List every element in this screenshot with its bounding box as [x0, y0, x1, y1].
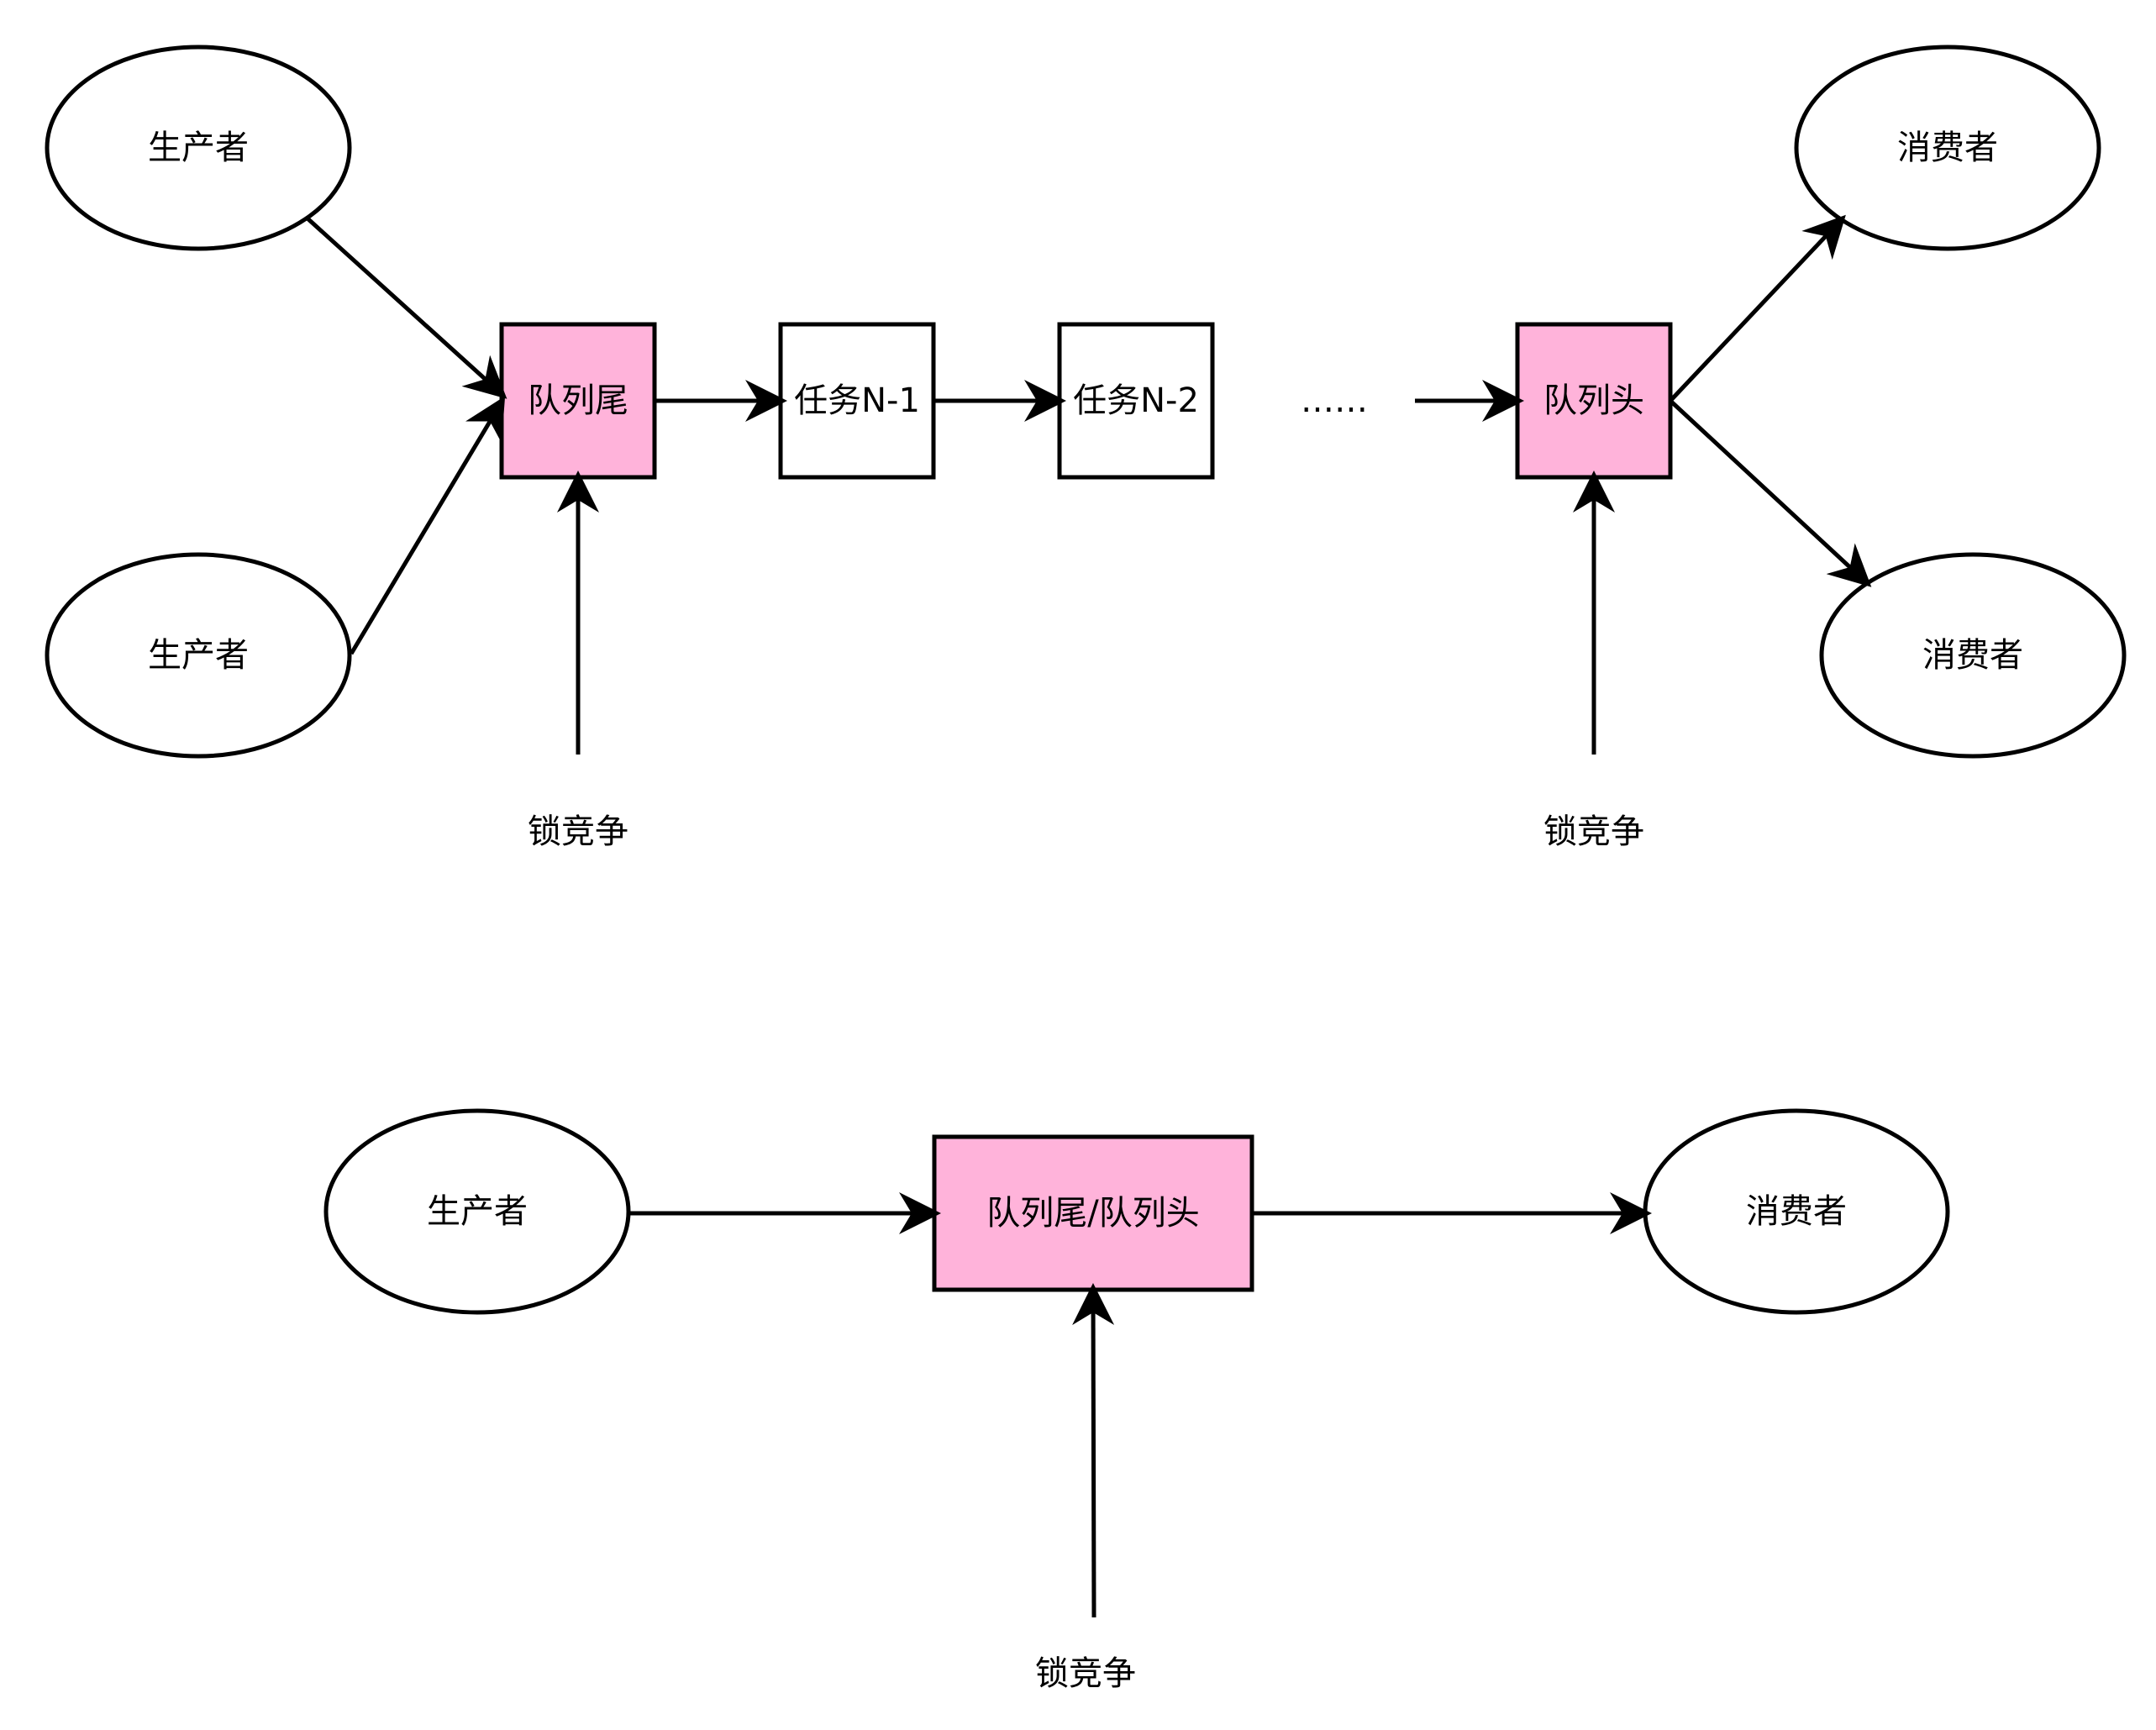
task-n2-box: [1057, 322, 1215, 480]
bottom-lock-contention-label: 锁竞争: [1035, 1654, 1136, 1693]
producer-node-2-label: 生产者: [148, 636, 249, 675]
queue-head-label: 队列头: [1543, 381, 1644, 420]
producer-node-1-label: 生产者: [148, 129, 249, 167]
edge-bottom-lock-to-queue: [1072, 1283, 1115, 1618]
lock-contention-head-label: 锁竞争: [1543, 812, 1644, 851]
bottom-queue-node: 队列尾/队列头: [932, 1134, 1254, 1292]
task-n1-node: 任务N-1: [778, 322, 936, 480]
edge-head-to-consumer1: [1669, 214, 1846, 402]
ellipsis-text: ……: [1301, 381, 1368, 420]
queue-tail-label: 队列尾: [528, 381, 628, 420]
lock-contention-tail-label: 锁竞争: [528, 812, 628, 851]
bottom-producer-node: 生产者: [323, 1108, 631, 1315]
bottom-consumer-label: 消费者: [1746, 1192, 1847, 1231]
task-n2-label: 任务N-2: [1073, 381, 1199, 420]
consumer-node-2-label: 消费者: [1922, 636, 2023, 675]
bottom-queue-label: 队列尾/队列头: [986, 1194, 1199, 1233]
bottom-consumer-node: 消费者: [1643, 1108, 1950, 1315]
consumer-node-1: 消费者: [1794, 45, 2101, 251]
edge-producer1-to-tail: [306, 217, 507, 399]
consumer-node-2: 消费者: [1819, 552, 2127, 759]
producer-node-1: 生产者: [45, 45, 352, 251]
edge-head-to-consumer2: [1669, 399, 1872, 587]
producer-node-2: 生产者: [45, 552, 352, 759]
task-n1-label: 任务N-1: [794, 381, 920, 420]
consumer-node-1-label: 消费者: [1897, 129, 1998, 167]
queue-tail-node: 队列尾: [499, 322, 657, 480]
edge-producer2-to-tail: [349, 396, 506, 655]
bottom-producer-label: 生产者: [427, 1192, 528, 1231]
task-n2-node: 任务N-2: [1057, 322, 1215, 480]
queue-head-node: 队列头: [1515, 322, 1673, 480]
